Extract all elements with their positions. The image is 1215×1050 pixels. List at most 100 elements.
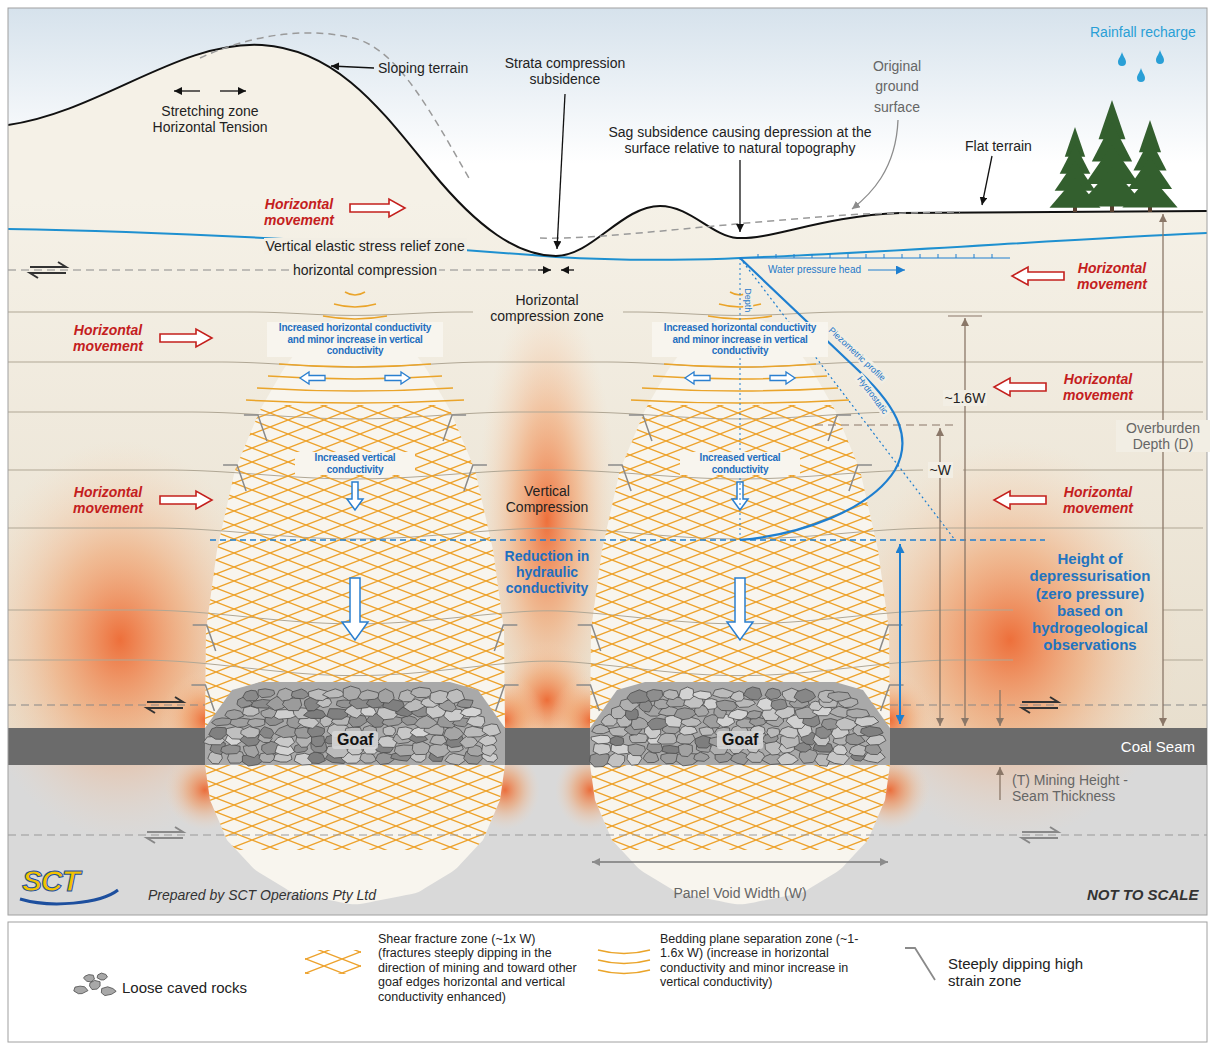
legend-swatch <box>598 950 650 954</box>
shear-arrow <box>1022 838 1058 843</box>
flow-arrow <box>347 482 363 510</box>
shear-arrow <box>147 838 183 843</box>
dimension-label: (T) Mining Height - Seam Thickness <box>1012 772 1162 804</box>
strata-line <box>8 362 1203 367</box>
dimension-label: Panel Void Width (W) <box>674 885 807 901</box>
goaf-pile: Goaf <box>332 731 378 749</box>
leader-arrow <box>982 156 992 205</box>
axis-label: Depth <box>743 286 753 314</box>
dimension-line <box>592 861 888 862</box>
zone-label: horizontal compression <box>291 262 439 278</box>
axis-tick <box>776 254 777 258</box>
caved-rock <box>225 710 244 720</box>
fracture-zone: Increased horizontal conductivity and mi… <box>200 300 510 912</box>
legend-text: Bedding plane separation zone (~1-1.6x W… <box>660 932 865 990</box>
caved-rock <box>777 752 798 765</box>
bedding-separation-arc <box>279 364 431 367</box>
shear-arrow <box>147 827 183 832</box>
zone-label: Horizontal compression zone <box>477 292 617 324</box>
strata-line <box>8 312 1203 315</box>
caved-rock <box>828 692 851 702</box>
axis-tick <box>848 254 849 258</box>
compression-arrow <box>561 269 574 270</box>
high-strain-mark <box>849 465 872 491</box>
axis-tick <box>956 254 957 258</box>
leader-arrow <box>331 66 374 68</box>
caved-rock <box>221 744 240 754</box>
caved-rock <box>243 690 259 701</box>
high-strain-mark <box>578 625 601 651</box>
flow-arrow <box>385 372 410 384</box>
axis-tick <box>758 254 759 258</box>
axis-tick <box>938 254 939 258</box>
compression-arrow <box>538 269 551 270</box>
caved-rock <box>446 689 464 703</box>
axis-tick <box>812 254 813 258</box>
leader-arrow <box>557 94 565 249</box>
caved-rock <box>411 687 433 697</box>
caved-rock <box>716 700 737 711</box>
caved-rock <box>397 727 413 740</box>
caved-rock <box>771 699 787 710</box>
water-table <box>8 229 1207 260</box>
caved-rock <box>628 744 645 756</box>
bedding-separation-arc <box>268 376 442 379</box>
high-strain-mark <box>496 685 519 711</box>
high-strain-mark <box>629 415 652 441</box>
dashed-reference <box>815 424 955 425</box>
caved-rock <box>243 744 259 757</box>
piezometric-profile <box>740 258 902 540</box>
dimension-label: ~1.6W <box>943 390 988 406</box>
node-text: Coal Seam <box>1121 738 1195 755</box>
dimension-line <box>999 767 1000 800</box>
axis-tick <box>884 254 885 258</box>
movement-label: Horizontal movement <box>254 196 344 228</box>
zone-label: Reduction in hydraulic conductivity <box>495 548 599 596</box>
shear-arrow <box>1022 708 1058 713</box>
caved-rock <box>327 709 348 720</box>
strata-line <box>8 412 1203 419</box>
caved-rock <box>593 743 611 754</box>
caved-rock <box>430 690 449 703</box>
caved-rock <box>674 708 697 720</box>
illustration-layer <box>8 8 1207 915</box>
node-text: Goaf <box>722 731 758 749</box>
caved-rock <box>308 752 326 764</box>
caved-rock <box>444 726 464 740</box>
recharge-label: Rainfall recharge <box>1090 24 1196 40</box>
dimension-label: Overburden Depth (D) <box>1116 420 1210 452</box>
caved-rock <box>383 726 395 736</box>
caved-rock <box>765 688 781 699</box>
caved-rock <box>291 689 309 699</box>
high-strain-mark <box>494 625 517 651</box>
high-strain-mark <box>828 415 851 441</box>
caved-rock <box>643 752 659 763</box>
flow-arrow <box>342 578 368 640</box>
caved-rock <box>836 718 857 730</box>
node-text: Increased vertical conductivity <box>295 452 415 475</box>
caved-rock <box>693 691 712 700</box>
bedding-separation-arc <box>257 388 453 391</box>
caved-rock <box>247 719 265 728</box>
high-strain-mark <box>608 465 631 491</box>
subsidence-label: Strata compression subsidence <box>480 55 650 87</box>
caved-rock <box>746 711 762 719</box>
dimension-tick <box>948 315 982 316</box>
dashed-reference <box>8 269 548 270</box>
dimension-line <box>999 690 1000 726</box>
caved-rock <box>849 744 867 756</box>
caved-rock <box>694 752 709 761</box>
caved-rock <box>704 699 718 710</box>
bedding-separation-arc <box>345 292 365 295</box>
shear-arrow <box>1022 827 1058 832</box>
raindrop <box>1137 68 1145 82</box>
movement-label: Horizontal movement <box>1053 484 1143 516</box>
movement-arrow <box>160 329 212 347</box>
dashed-reference <box>8 704 205 705</box>
caved-rock <box>378 689 394 703</box>
surface-label: Original ground surface <box>855 56 940 117</box>
caved-rock <box>482 724 500 736</box>
high-strain-mark <box>191 685 214 711</box>
axis-tick <box>866 254 867 258</box>
shear-arrow <box>30 262 66 267</box>
